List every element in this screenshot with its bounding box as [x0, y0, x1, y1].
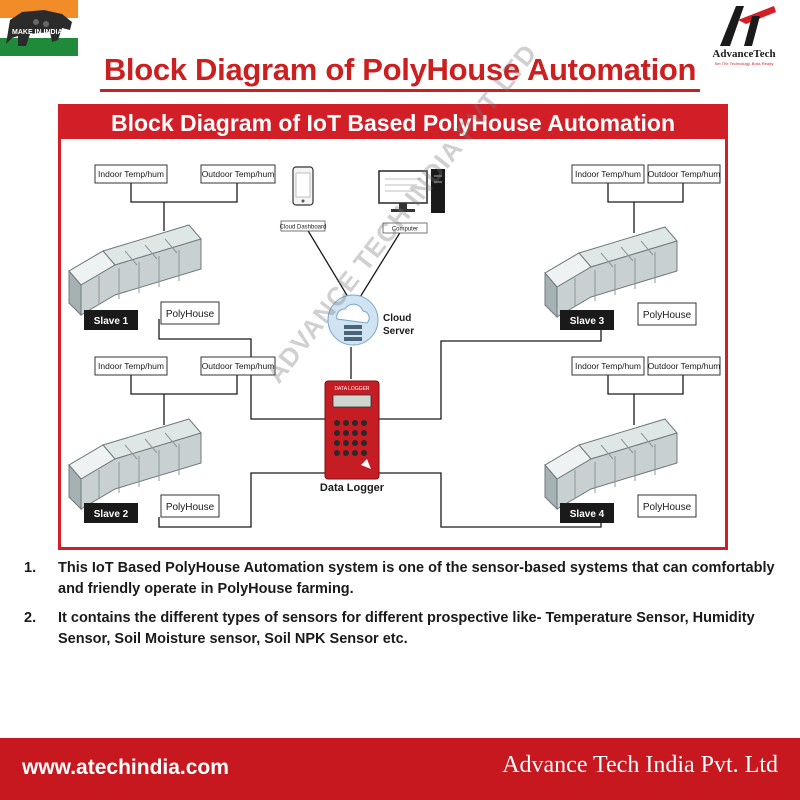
make-in-india-logo: MAKE IN INDIA	[0, 0, 78, 56]
list-item: 1. This IoT Based PolyHouse Automation s…	[24, 558, 784, 600]
slave-4: Slave 4	[560, 503, 614, 523]
page-title-text: Block Diagram of PolyHouse Automation	[99, 52, 701, 92]
slave-3: Slave 3	[560, 310, 614, 330]
computer-label: Computer	[392, 227, 418, 233]
cloud-server-icon	[327, 294, 379, 346]
indoor-sensor-1-label: Indoor Temp/hum	[98, 169, 164, 179]
list-item-text: It contains the different types of senso…	[58, 610, 755, 647]
data-logger-device: DATA LOGGER	[324, 380, 380, 480]
advancetech-logo-name: AdvanceTech	[712, 48, 775, 60]
company-name: Advance Tech India Pvt. Ltd	[502, 752, 778, 778]
polyhouse-4: PolyHouse	[637, 494, 697, 518]
computer-icon	[378, 169, 445, 213]
polyhouse-4-label: PolyHouse	[643, 502, 692, 513]
polyhouse-2-label: PolyHouse	[166, 502, 215, 513]
indoor-sensor-4: Indoor Temp/hum	[571, 356, 645, 376]
cloud-server-label: Cloud Server	[383, 313, 414, 337]
cloud-dashboard-box	[280, 220, 326, 232]
computer-box	[382, 222, 428, 234]
slave-3-label: Slave 3	[570, 316, 605, 327]
data-logger-label: Data Logger	[320, 482, 385, 494]
phone-icon	[292, 166, 314, 206]
outdoor-sensor-1: Outdoor Temp/hum	[200, 164, 276, 184]
polyhouse-3: PolyHouse	[637, 302, 697, 326]
advancetech-logo-tagline: Set The Technology, Boss Ready	[715, 61, 774, 66]
list-item: 2. It contains the different types of se…	[24, 608, 784, 650]
make-in-india-text: MAKE IN INDIA	[12, 29, 63, 36]
indoor-sensor-4-label: Indoor Temp/hum	[575, 361, 641, 371]
list-item-number: 2.	[24, 610, 37, 626]
list-item-number: 1.	[24, 560, 37, 576]
slave-1: Slave 1	[84, 310, 138, 330]
block-diagram: Indoor Temp/hum Outdoor Temp/hum Indoor …	[68, 164, 721, 528]
outdoor-sensor-1-label: Outdoor Temp/hum	[202, 169, 275, 179]
description-list: 1. This IoT Based PolyHouse Automation s…	[24, 558, 784, 658]
page-title: Block Diagram of PolyHouse Automation	[0, 52, 800, 92]
panel-title: Block Diagram of IoT Based PolyHouse Aut…	[61, 107, 725, 139]
advancetech-logo: AdvanceTech Set The Technology, Boss Rea…	[690, 0, 800, 72]
polyhouse-1: PolyHouse	[160, 301, 220, 325]
cloud-dashboard-label: Cloud Dashboard	[280, 225, 327, 231]
slave-4-label: Slave 4	[570, 509, 605, 520]
website-link[interactable]: www.atechindia.com	[22, 756, 229, 779]
indoor-sensor-3: Indoor Temp/hum	[571, 164, 645, 184]
indoor-sensor-2-label: Indoor Temp/hum	[98, 361, 164, 371]
polyhouse-3-label: PolyHouse	[643, 310, 692, 321]
slave-2: Slave 2	[84, 503, 138, 523]
outdoor-sensor-3: Outdoor Temp/hum	[647, 164, 721, 184]
indoor-sensor-2: Indoor Temp/hum	[94, 356, 168, 376]
block-diagram-panel: Block Diagram of IoT Based PolyHouse Aut…	[58, 104, 728, 550]
cloud-server-label-line1: Cloud	[383, 313, 411, 324]
outdoor-sensor-3-label: Outdoor Temp/hum	[648, 169, 721, 179]
footer-bar: www.atechindia.com Advance Tech India Pv…	[0, 738, 800, 800]
slave-1-label: Slave 1	[94, 316, 129, 327]
outdoor-sensor-2: Outdoor Temp/hum	[200, 356, 276, 376]
cloud-server-label-line2: Server	[383, 326, 414, 337]
list-item-text: This IoT Based PolyHouse Automation syst…	[58, 560, 775, 597]
outdoor-sensor-4-label: Outdoor Temp/hum	[648, 361, 721, 371]
slave-2-label: Slave 2	[94, 509, 129, 520]
outdoor-sensor-2-label: Outdoor Temp/hum	[202, 361, 275, 371]
polyhouse-2: PolyHouse	[160, 494, 220, 518]
data-logger-device-label: DATA LOGGER	[334, 386, 369, 392]
indoor-sensor-1: Indoor Temp/hum	[94, 164, 168, 184]
indoor-sensor-3-label: Indoor Temp/hum	[575, 169, 641, 179]
polyhouse-1-label: PolyHouse	[166, 309, 215, 320]
outdoor-sensor-4: Outdoor Temp/hum	[647, 356, 721, 376]
